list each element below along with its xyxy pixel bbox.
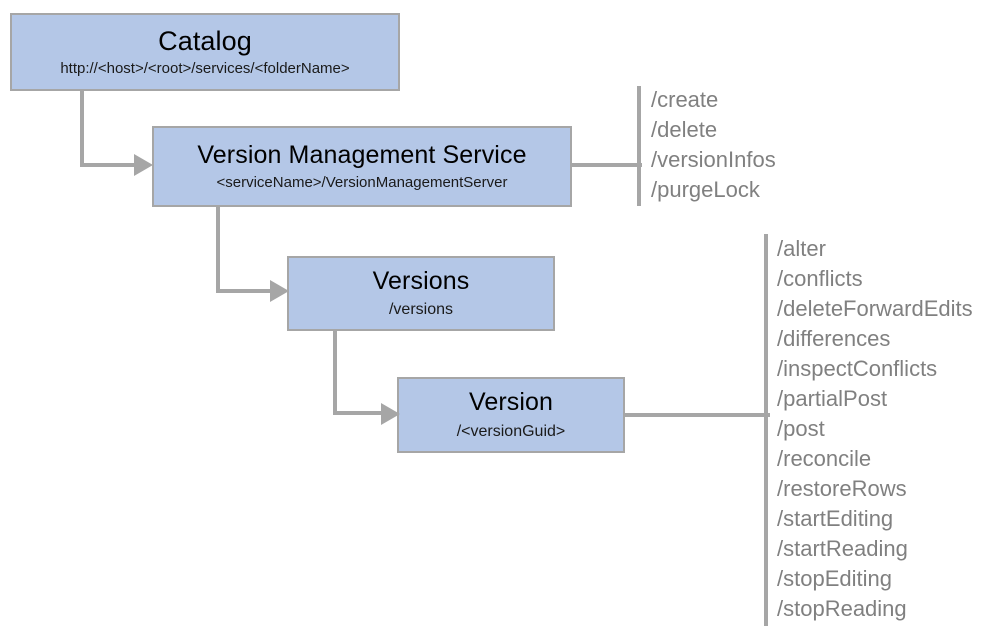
edge-version-to-operations-stem [625, 413, 770, 417]
edge-versions-to-version-arrowhead-icon [381, 403, 400, 425]
operation-item[interactable]: /purgeLock [651, 177, 760, 202]
node-version-path: /<versionGuid> [456, 422, 566, 440]
edge-service-to-versions-arrowhead-icon [270, 280, 289, 302]
operation-item[interactable]: /create [651, 87, 719, 112]
node-versions-title: Versions [372, 266, 470, 295]
edge-service-to-versions-vertical [216, 207, 220, 293]
operation-item[interactable]: /partialPost [777, 386, 888, 411]
service-operations-list: /create /delete /versionInfos /purgeLock [651, 85, 776, 205]
node-catalog[interactable]: Catalog http://<host>/<root>/services/<f… [10, 13, 400, 91]
node-versions[interactable]: Versions /versions [287, 256, 555, 331]
node-version-title: Version [468, 388, 554, 417]
edge-catalog-to-service-horizontal [80, 163, 137, 167]
operation-item[interactable]: /stopReading [777, 596, 907, 621]
operation-item[interactable]: /inspectConflicts [777, 356, 938, 381]
node-version-management-service-title: Version Management Service [197, 141, 527, 169]
service-operations-bracket [637, 86, 641, 206]
edge-service-to-versions-horizontal [216, 289, 272, 293]
node-versions-path: /versions [388, 301, 454, 319]
edge-versions-to-version-horizontal [333, 411, 383, 415]
operation-item[interactable]: /startReading [777, 536, 908, 561]
operation-item[interactable]: /alter [777, 236, 826, 261]
operation-item[interactable]: /restoreRows [777, 476, 907, 501]
operation-item[interactable]: /versionInfos [651, 147, 776, 172]
operation-item[interactable]: /reconcile [777, 446, 872, 471]
operation-item[interactable]: /differences [777, 326, 891, 351]
version-operations-bracket [764, 234, 768, 626]
node-catalog-path: http://<host>/<root>/services/<folderNam… [60, 60, 350, 78]
operation-item[interactable]: /startEditing [777, 506, 894, 531]
edge-versions-to-version-vertical [333, 331, 337, 415]
edge-service-to-operations-stem [572, 163, 642, 167]
operation-item[interactable]: /stopEditing [777, 566, 892, 591]
node-version[interactable]: Version /<versionGuid> [397, 377, 625, 453]
operation-item[interactable]: /post [777, 416, 825, 441]
edge-catalog-to-service-vertical [80, 91, 84, 167]
edge-catalog-to-service-arrowhead-icon [134, 154, 153, 176]
operation-item[interactable]: /deleteForwardEdits [777, 296, 973, 321]
version-operations-list: /alter /conflicts /deleteForwardEdits /d… [777, 234, 973, 624]
node-version-management-service[interactable]: Version Management Service <serviceName>… [152, 126, 572, 207]
operation-item[interactable]: /delete [651, 117, 718, 142]
node-version-management-service-path: <serviceName>/VersionManagementServer [216, 174, 508, 192]
node-catalog-title: Catalog [158, 25, 252, 56]
operation-item[interactable]: /conflicts [777, 266, 863, 291]
